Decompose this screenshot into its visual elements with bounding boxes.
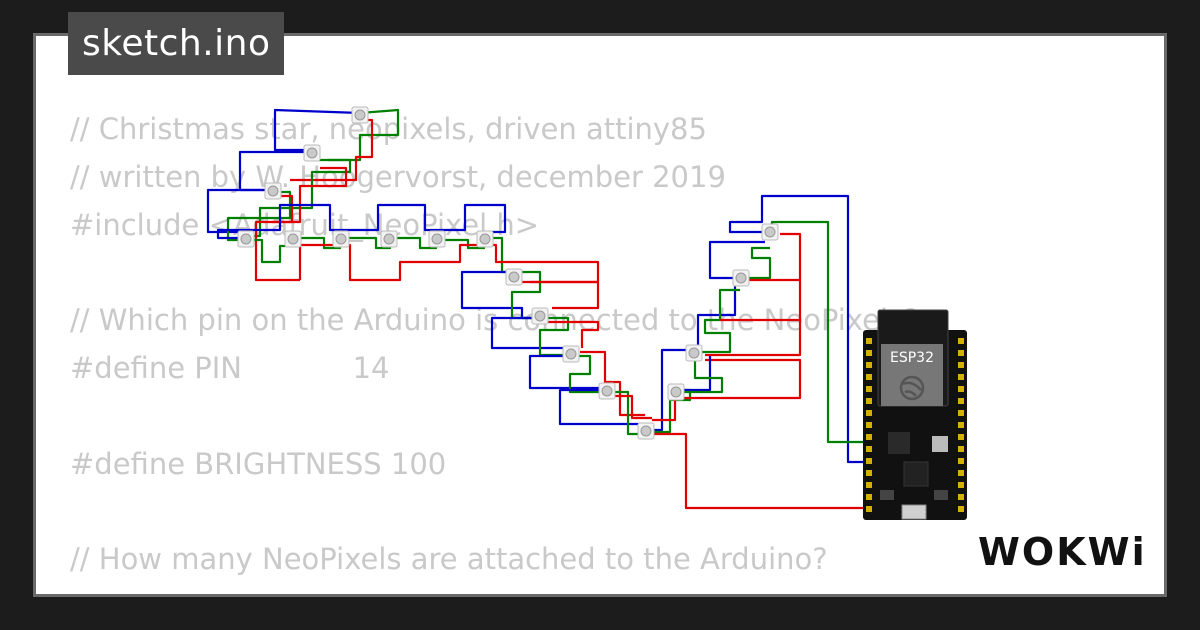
- neopixel-led[interactable]: [351, 106, 369, 124]
- neopixel-led[interactable]: [637, 422, 655, 440]
- neopixel-led[interactable]: [761, 223, 779, 241]
- board-label: ESP32: [890, 350, 934, 366]
- wire: [548, 320, 600, 348]
- wire: [460, 270, 540, 320]
- wire: [272, 166, 348, 224]
- wire: [216, 203, 507, 240]
- wire: [298, 243, 600, 284]
- wire: [328, 108, 400, 162]
- wire: [612, 394, 652, 420]
- neopixel-led[interactable]: [264, 182, 282, 200]
- neopixel-led[interactable]: [531, 307, 549, 325]
- wire: [522, 280, 600, 310]
- file-tab[interactable]: sketch.ino: [68, 12, 285, 75]
- neopixel-led[interactable]: [562, 345, 580, 363]
- neopixel-led[interactable]: [380, 230, 398, 248]
- code-line: // Christmas star, neopixels, driven att…: [70, 112, 707, 146]
- board-pin-header-right: [958, 338, 964, 512]
- neopixel-led[interactable]: [476, 230, 494, 248]
- espressif-logo-icon: [899, 375, 925, 401]
- neopixel-led[interactable]: [237, 230, 255, 248]
- wire: [246, 158, 352, 238]
- wire: [652, 432, 866, 510]
- wire: [254, 194, 300, 282]
- wire: [490, 316, 572, 350]
- board-pin-header-left: [866, 338, 872, 512]
- neopixel-led[interactable]: [284, 230, 302, 248]
- neopixel-led[interactable]: [667, 383, 685, 401]
- wire: [740, 246, 772, 280]
- wire: [676, 354, 724, 394]
- wire: [273, 108, 361, 152]
- neopixel-led[interactable]: [685, 344, 703, 362]
- wire: [248, 236, 514, 274]
- wokwi-logo[interactable]: WOKWi: [978, 530, 1147, 574]
- wire: [226, 190, 292, 242]
- esp32-board[interactable]: ESP32: [863, 309, 967, 520]
- code-line: #define NUMPIXELS 16 // 60: [70, 584, 919, 594]
- neopixel-led[interactable]: [428, 230, 446, 248]
- neopixel-led-group: [237, 106, 779, 440]
- code-line: #define BRIGHTNESS 100: [70, 446, 447, 481]
- wire: [695, 288, 740, 354]
- neopixel-led[interactable]: [732, 269, 750, 287]
- wire: [676, 355, 712, 392]
- wire: [705, 318, 802, 357]
- wire: [652, 358, 802, 422]
- code-line: #define PIN 14: [70, 350, 390, 385]
- wire: [608, 390, 646, 436]
- wire: [568, 354, 606, 394]
- wire: [580, 350, 645, 417]
- wire: [708, 240, 765, 280]
- neopixel-led[interactable]: [505, 268, 523, 286]
- code-line: // How many NeoPixels are attached to th…: [70, 542, 828, 577]
- wire: [728, 194, 866, 464]
- neopixel-led[interactable]: [303, 144, 321, 162]
- wire: [780, 232, 802, 280]
- neopixel-led[interactable]: [332, 230, 350, 248]
- neopixel-led[interactable]: [598, 382, 616, 400]
- wire: [770, 220, 866, 444]
- wire: [206, 188, 272, 234]
- wire: [748, 278, 802, 320]
- wire: [528, 354, 606, 390]
